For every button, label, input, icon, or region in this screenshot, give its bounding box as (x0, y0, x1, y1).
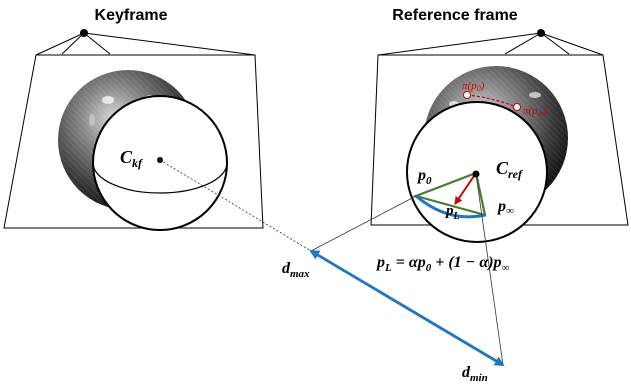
reference-title: Reference frame (392, 7, 518, 24)
pinf-label: p∞ (496, 198, 514, 217)
dmax-ray (310, 195, 417, 252)
pl-vector (454, 172, 477, 205)
search-arc (415, 194, 486, 219)
keyframe-title: Keyframe (95, 7, 168, 24)
pi-pinf-label: π(p∞) (523, 105, 547, 118)
kf-frustum-edge (83, 32, 111, 55)
pi-p0-label: π(p0) (462, 80, 485, 93)
epipolar-curve (466, 94, 518, 108)
pl-label: pL (444, 203, 460, 222)
pi-p0-dot (463, 91, 471, 99)
ref-frustum-edge (377, 32, 542, 56)
keyframe-group: Keyframe Ckf (3, 7, 264, 231)
reference-group: Reference frame π(p0) π(p∞) Cref p0 p∞ p… (370, 7, 629, 243)
ref-frustum-edge (540, 32, 570, 55)
p0-label: p0 (416, 167, 432, 187)
c-ref-label: Cref (496, 158, 523, 181)
depth-range-group: dmax dmin pL = αp0 + (1 − α)p∞ (159, 159, 510, 384)
ref-frustum-edge (540, 32, 604, 56)
search-triangle (412, 171, 487, 217)
dmin-label: dmin (462, 364, 488, 384)
pi-pinf-dot (513, 103, 521, 111)
dmax-label: dmax (282, 260, 310, 280)
kf-ray (159, 159, 312, 252)
equation-label: pL = αp0 + (1 − α)p∞ (375, 254, 510, 274)
c-kf-label: Ckf (120, 147, 143, 170)
kf-camera-apex (80, 29, 88, 37)
kf-sphere-equator (92, 162, 228, 194)
kf-frustum-edge (61, 32, 85, 55)
ref-camera-apex (537, 29, 545, 37)
depth-range-arrow (309, 249, 505, 367)
kf-frustum-edge (35, 32, 85, 56)
ref-frustum-edge (504, 32, 542, 55)
kf-frustum-edge (83, 32, 256, 56)
